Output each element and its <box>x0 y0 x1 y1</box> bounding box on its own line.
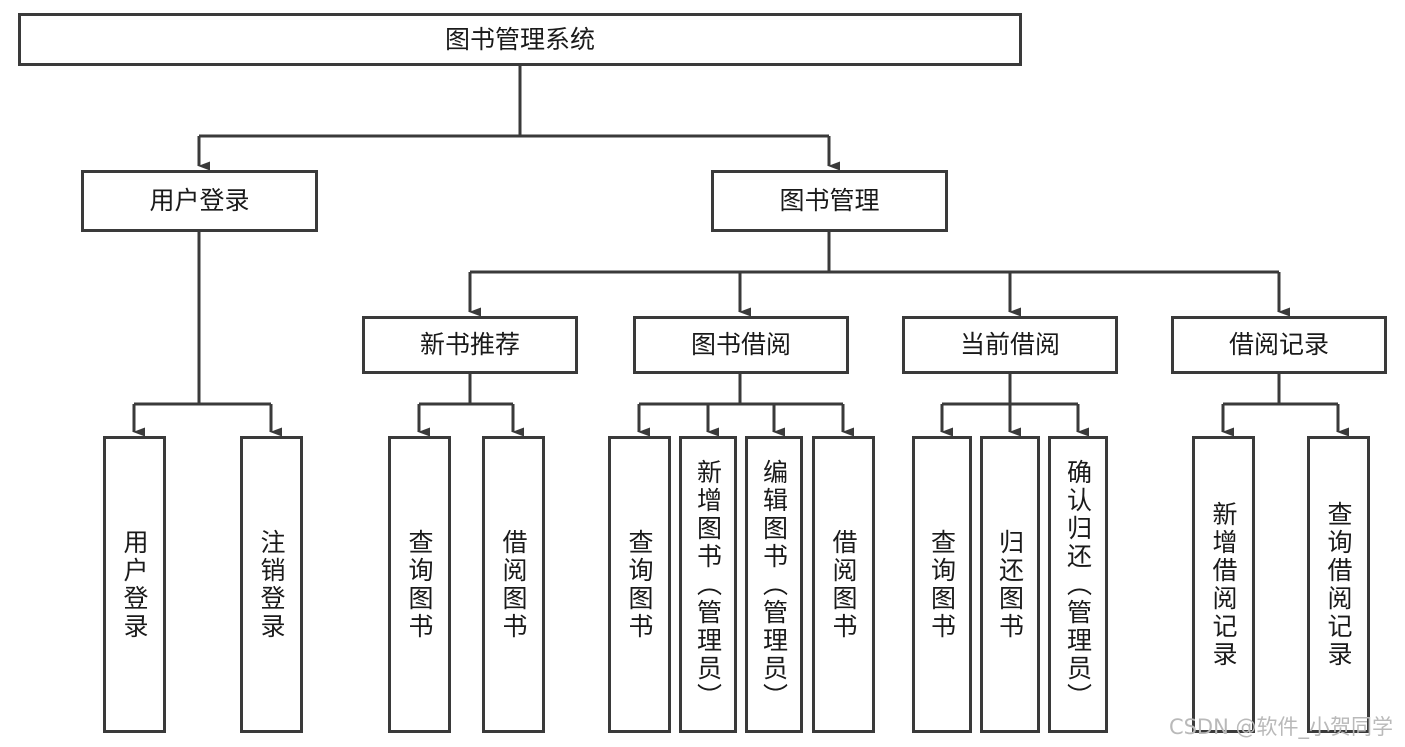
node-current-borrow[interactable]: 当前借阅 <box>902 316 1118 374</box>
node-leaf-logout[interactable]: 注销登录 <box>240 436 303 733</box>
node-leaf-edit-book-admin[interactable]: 编辑图书（管理员） <box>745 436 803 733</box>
node-leaf-user-login-label: 用户登录 <box>120 528 149 641</box>
node-leaf-logout-label: 注销登录 <box>257 528 286 641</box>
node-leaf-borrow-book-label: 借阅图书 <box>829 528 858 641</box>
node-current-borrow-label: 当前借阅 <box>959 330 1060 360</box>
node-user-login-label: 用户登录 <box>149 186 250 216</box>
node-book-management-label: 图书管理 <box>779 186 880 216</box>
node-root-system-label: 图书管理系统 <box>444 24 595 54</box>
node-borrow-records[interactable]: 借阅记录 <box>1171 316 1387 374</box>
node-root-system[interactable]: 图书管理系统 <box>18 13 1022 66</box>
node-leaf-query-book-newbooks-label: 查询图书 <box>405 528 434 641</box>
node-leaf-query-book-current-label: 查询图书 <box>927 528 957 641</box>
node-user-login[interactable]: 用户登录 <box>81 170 318 232</box>
node-new-book-recommend[interactable]: 新书推荐 <box>362 316 578 374</box>
node-leaf-add-borrow-record-label: 新增借阅记录 <box>1209 500 1238 669</box>
node-leaf-borrow-book[interactable]: 借阅图书 <box>812 436 875 733</box>
node-leaf-confirm-return-admin[interactable]: 确认归还（管理员） <box>1048 436 1108 733</box>
node-leaf-return-book-label: 归还图书 <box>995 528 1025 641</box>
node-leaf-query-book-borrow[interactable]: 查询图书 <box>608 436 671 733</box>
node-leaf-query-borrow-record[interactable]: 查询借阅记录 <box>1307 436 1370 733</box>
node-new-book-recommend-label: 新书推荐 <box>419 330 520 360</box>
node-book-borrow[interactable]: 图书借阅 <box>633 316 849 374</box>
node-leaf-edit-book-admin-label: 编辑图书（管理员） <box>759 458 789 711</box>
node-leaf-return-book[interactable]: 归还图书 <box>980 436 1040 733</box>
node-leaf-query-book-current[interactable]: 查询图书 <box>912 436 972 733</box>
node-leaf-query-book-borrow-label: 查询图书 <box>625 528 654 641</box>
node-borrow-records-label: 借阅记录 <box>1228 330 1329 360</box>
node-leaf-confirm-return-admin-label: 确认归还（管理员） <box>1063 458 1093 711</box>
node-leaf-query-book-newbooks[interactable]: 查询图书 <box>388 436 451 733</box>
node-leaf-add-book-admin-label: 新增图书（管理员） <box>693 458 723 711</box>
node-leaf-borrow-book-newbooks-label: 借阅图书 <box>499 528 528 641</box>
node-leaf-borrow-book-newbooks[interactable]: 借阅图书 <box>482 436 545 733</box>
node-leaf-query-borrow-record-label: 查询借阅记录 <box>1324 500 1353 669</box>
node-leaf-add-borrow-record[interactable]: 新增借阅记录 <box>1192 436 1255 733</box>
node-book-management[interactable]: 图书管理 <box>711 170 948 232</box>
node-leaf-add-book-admin[interactable]: 新增图书（管理员） <box>679 436 737 733</box>
node-book-borrow-label: 图书借阅 <box>690 330 791 360</box>
node-leaf-user-login[interactable]: 用户登录 <box>103 436 166 733</box>
